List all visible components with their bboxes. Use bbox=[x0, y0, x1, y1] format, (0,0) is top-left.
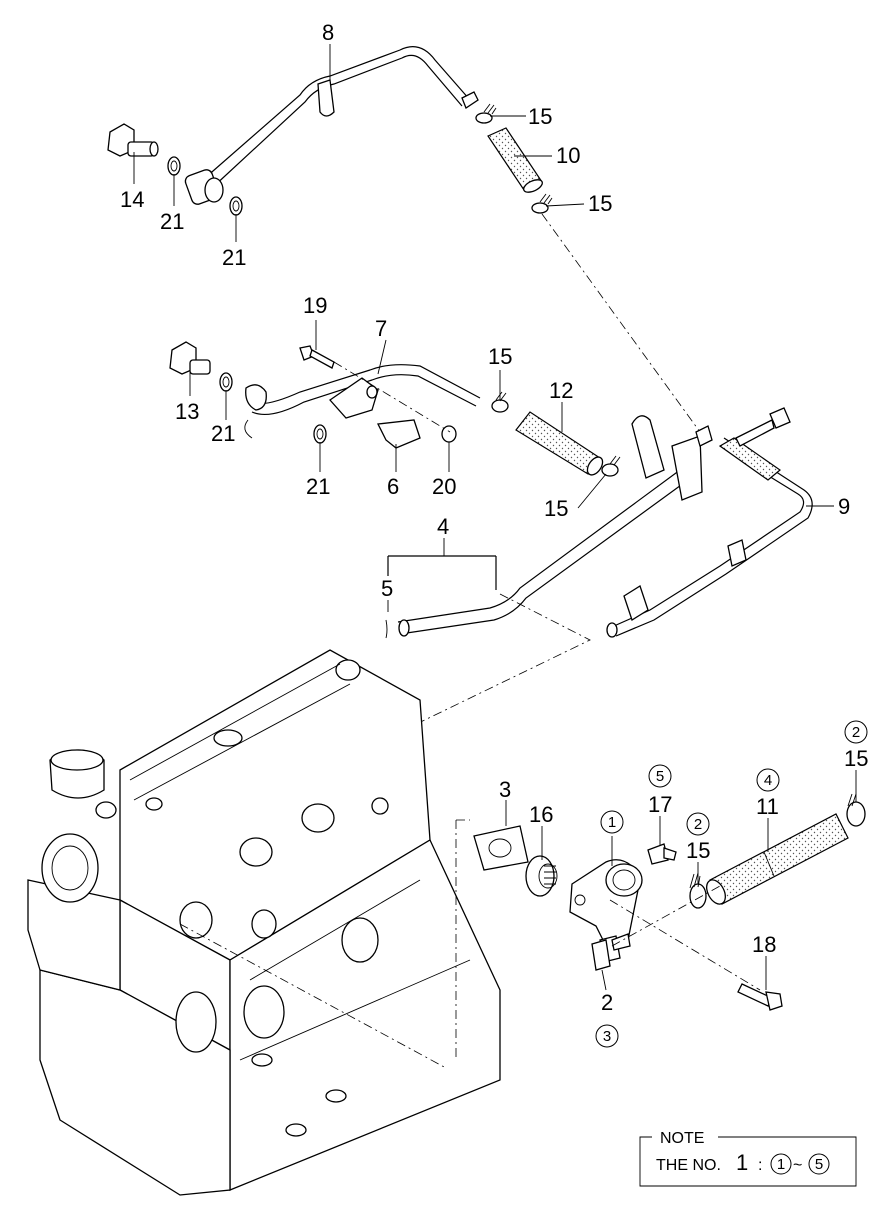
note-range-tilde: ~ bbox=[793, 1157, 802, 1174]
callout-2: 2 bbox=[601, 990, 613, 1015]
callout-6: 6 bbox=[387, 474, 399, 499]
o-ring-5 bbox=[385, 619, 388, 639]
callout-15-f: 15 bbox=[844, 746, 868, 771]
callout-15-e: 15 bbox=[686, 838, 710, 863]
svg-text:5: 5 bbox=[656, 768, 664, 785]
engine-block bbox=[27, 649, 501, 1196]
callout-21-d: 21 bbox=[306, 474, 330, 499]
washer-21-c bbox=[219, 372, 233, 392]
callout-18: 18 bbox=[752, 932, 776, 957]
note-separator: : bbox=[758, 1157, 762, 1174]
bracket-6 bbox=[377, 419, 421, 449]
bypass-pipe-upper bbox=[184, 46, 479, 205]
svg-text:2: 2 bbox=[852, 724, 860, 741]
callout-11: 11 bbox=[756, 794, 779, 819]
hose-clamp-15-d bbox=[601, 455, 621, 477]
hose-clamp-15-a bbox=[475, 103, 497, 124]
svg-text:3: 3 bbox=[603, 1028, 611, 1045]
sensor-17 bbox=[647, 843, 677, 865]
callout-14: 14 bbox=[120, 187, 144, 212]
thermostat-16 bbox=[525, 855, 558, 897]
gasket-3 bbox=[473, 825, 529, 871]
water-pipe-9 bbox=[606, 425, 813, 638]
water-pipe-4 bbox=[397, 415, 703, 637]
callout-13: 13 bbox=[175, 399, 199, 424]
circled-refs: 1 5 2 4 2 3 bbox=[595, 720, 868, 1048]
washer-21-a bbox=[167, 156, 181, 176]
note-box: NOTE THE NO. 1 : 1 ~ 5 bbox=[639, 1130, 857, 1187]
callout-17: 17 bbox=[648, 792, 672, 817]
union-bolt-14 bbox=[107, 123, 159, 157]
circled-ref-2-mid: 2 bbox=[686, 812, 710, 836]
callout-5: 5 bbox=[381, 576, 393, 601]
thermostat-housing-1 bbox=[569, 859, 643, 963]
callout-15-a: 15 bbox=[528, 104, 552, 129]
svg-text:4: 4 bbox=[764, 772, 772, 789]
hose-clamp-15-b bbox=[531, 193, 553, 214]
svg-text:1: 1 bbox=[608, 814, 616, 831]
callout-10: 10 bbox=[556, 143, 580, 168]
callout-15-c: 15 bbox=[488, 344, 512, 369]
note-prefix: THE NO. bbox=[656, 1157, 721, 1174]
washer-21-d bbox=[313, 424, 327, 444]
callout-7: 7 bbox=[375, 316, 387, 341]
leader-lines bbox=[133, 44, 857, 991]
callout-15-d: 15 bbox=[544, 496, 568, 521]
callout-21-b: 21 bbox=[222, 245, 246, 270]
circled-ref-3: 3 bbox=[595, 1024, 619, 1048]
circled-ref-4: 4 bbox=[756, 768, 780, 792]
washer-21-b bbox=[229, 196, 243, 216]
callout-21-c: 21 bbox=[211, 421, 235, 446]
callout-19: 19 bbox=[303, 293, 327, 318]
callout-15-b: 15 bbox=[588, 191, 612, 216]
fitting-2 bbox=[591, 939, 611, 971]
bolt-9-top bbox=[735, 407, 791, 447]
bolt-19 bbox=[299, 345, 335, 369]
callout-4: 4 bbox=[437, 514, 449, 539]
note-title: NOTE bbox=[660, 1130, 704, 1147]
callout-3: 3 bbox=[499, 777, 511, 802]
bolt-18 bbox=[737, 983, 783, 1011]
circled-ref-2-top: 2 bbox=[844, 720, 868, 744]
callout-9: 9 bbox=[838, 494, 850, 519]
callout-8: 8 bbox=[322, 20, 334, 45]
callout-20: 20 bbox=[432, 474, 456, 499]
hose-10 bbox=[487, 127, 543, 193]
svg-text:2: 2 bbox=[694, 816, 702, 833]
bypass-pipe-7 bbox=[244, 364, 481, 439]
callout-16: 16 bbox=[529, 802, 553, 827]
callout-21-a: 21 bbox=[160, 209, 184, 234]
hose-12 bbox=[515, 411, 604, 476]
hose-11 bbox=[706, 813, 849, 905]
note-number: 1 bbox=[736, 1150, 748, 1175]
circled-ref-5: 5 bbox=[648, 764, 672, 788]
circled-ref-1: 1 bbox=[600, 810, 624, 834]
callout-12: 12 bbox=[549, 378, 573, 403]
note-range-from: 1 bbox=[777, 1156, 785, 1173]
note-range-to: 5 bbox=[815, 1156, 823, 1173]
union-bolt-13 bbox=[169, 341, 211, 375]
callout-labels: 8 15 10 15 14 21 21 19 7 15 12 13 21 21 … bbox=[120, 20, 868, 1015]
